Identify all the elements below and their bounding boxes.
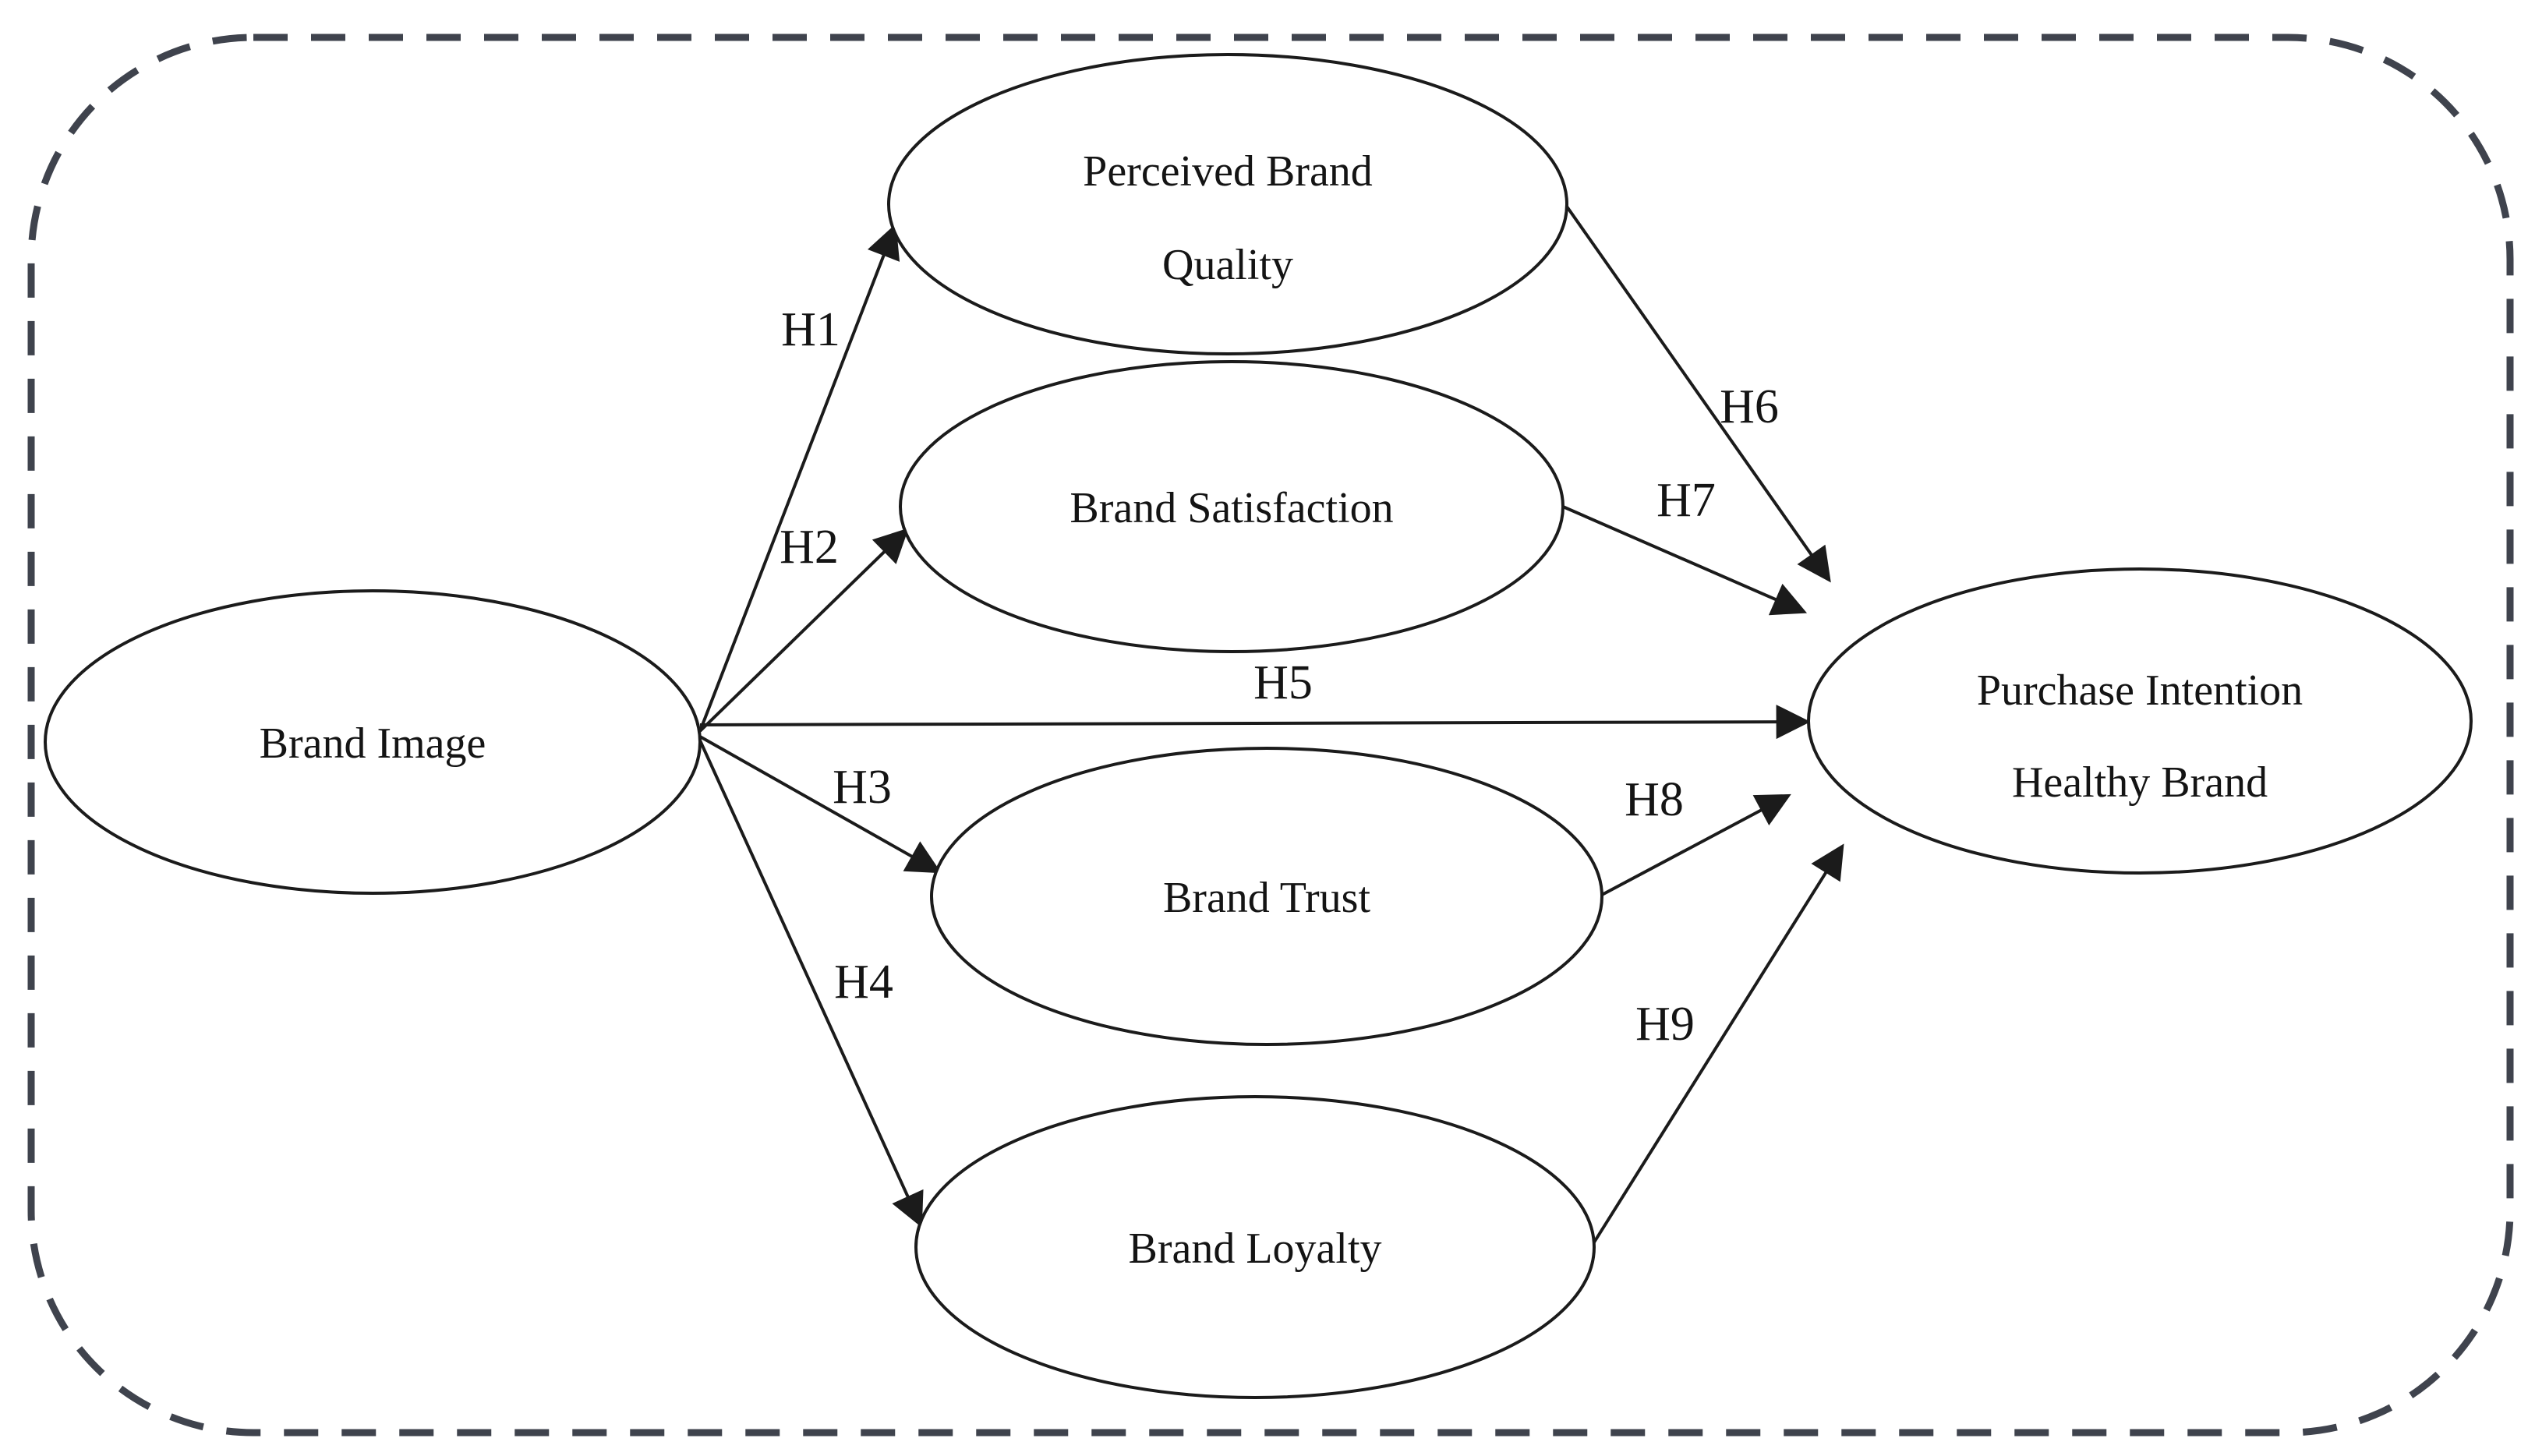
edge-h5-arrow xyxy=(699,705,1811,740)
edge-h4-arrow xyxy=(698,740,924,1228)
edge-label-h6: H6 xyxy=(1720,380,1779,433)
node-brand-image: Brand Image xyxy=(44,589,702,895)
edge-label-h5: H5 xyxy=(1253,656,1313,709)
edge-label-h3: H3 xyxy=(833,761,892,814)
edge-h2-arrow xyxy=(698,528,909,733)
node-brand-loyalty: Brand Loyalty xyxy=(914,1095,1596,1399)
dashed-outer-border xyxy=(27,34,2514,1437)
edge-h6-arrow xyxy=(1565,205,1831,583)
node-brand-satisfaction: Brand Satisfaction xyxy=(899,360,1565,653)
purchase-intention-label-line1: Purchase Intention xyxy=(1977,666,2303,715)
edge-h9-arrow xyxy=(1591,843,1844,1246)
edge-h7-arrow xyxy=(1562,505,1808,616)
edge-label-h8: H8 xyxy=(1625,773,1684,826)
brand-loyalty-ellipse xyxy=(914,1095,1596,1399)
brand-loyalty-label: Brand Loyalty xyxy=(1128,1225,1381,1273)
purchase-intention-label-line2: Healthy Brand xyxy=(2012,758,2268,807)
brand-trust-label: Brand Trust xyxy=(1163,874,1371,922)
edges-group: H1 H2 H3 H4 H5 H6 H7 H8 H9 xyxy=(698,205,1844,1246)
edge-h1-arrow xyxy=(698,223,900,732)
perceived-brand-quality-ellipse xyxy=(887,53,1568,355)
edge-label-h2: H2 xyxy=(780,521,839,574)
edge-label-h4: H4 xyxy=(834,956,893,1009)
brand-image-ellipse xyxy=(44,589,702,895)
brand-image-label: Brand Image xyxy=(260,719,486,768)
node-perceived-brand-quality: Perceived Brand Quality xyxy=(887,53,1568,355)
perceived-brand-quality-label-line1: Perceived Brand xyxy=(1083,147,1373,196)
brand-trust-ellipse xyxy=(930,747,1603,1046)
edge-h3-arrow xyxy=(699,735,942,874)
brand-satisfaction-ellipse xyxy=(899,360,1565,653)
node-brand-trust: Brand Trust xyxy=(930,747,1603,1046)
edge-label-h7: H7 xyxy=(1656,474,1716,527)
node-purchase-intention-healthy-brand: Purchase Intention Healthy Brand xyxy=(1807,567,2473,875)
perceived-brand-quality-label-line2: Quality xyxy=(1162,241,1293,289)
edge-label-h9: H9 xyxy=(1635,998,1695,1051)
purchase-intention-ellipse xyxy=(1807,567,2473,875)
brand-satisfaction-label: Brand Satisfaction xyxy=(1070,484,1393,532)
edge-label-h1: H1 xyxy=(781,303,840,356)
edge-h8-arrow xyxy=(1601,793,1791,896)
